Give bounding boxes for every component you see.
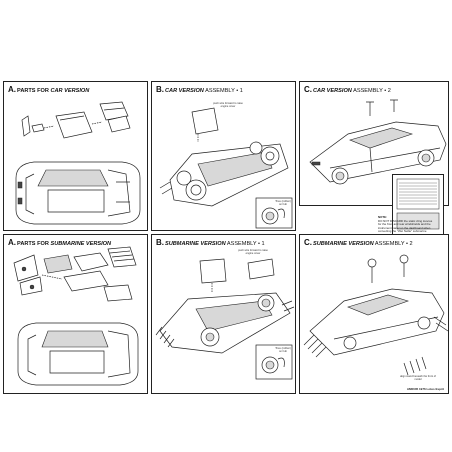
- submarine-top-view: [17, 322, 139, 386]
- submarine-assembly-2-illustration: [303, 254, 449, 376]
- static-cling-sheet: [392, 174, 444, 236]
- title-emphasis: CAR VERSION: [313, 88, 352, 94]
- note-line: for the front and rear windshields and t…: [378, 222, 431, 227]
- fin-parts: [13, 246, 137, 302]
- panel-submarine-assembly-1: B.SUBMARINE VERSION ASSEMBLY • 1 push wi…: [151, 234, 296, 394]
- panel-submarine-assembly-2: C.SUBMARINE VERSION ASSEMBLY • 2: [299, 234, 449, 394]
- panel-car-assembly-1: B.CAR VERSION ASSEMBLY • 1 push wire for…: [151, 81, 296, 231]
- title-emphasis: CAR VERSION: [165, 88, 204, 94]
- note-line: converting the "Wet Nellie" submarine: [378, 229, 427, 234]
- wheel-icon: [261, 356, 285, 374]
- title-rest: ASSEMBLY • 2: [373, 241, 413, 247]
- callout-push-wire: push wire forward to raise engine cover: [213, 102, 243, 108]
- title-rest: ASSEMBLY • 1: [225, 241, 265, 247]
- submarine-parts-illustration: [13, 246, 139, 386]
- engine-cover-part: [199, 258, 227, 284]
- step-letter: C.: [304, 238, 312, 247]
- step-letter: B.: [156, 238, 164, 247]
- step-letter: A.: [8, 238, 16, 247]
- submarine-icon: [303, 288, 449, 358]
- title-emphasis: SUBMARINE VERSION: [313, 241, 374, 247]
- car-assembly-1-illustration: [159, 107, 293, 229]
- fin-parts: [403, 356, 427, 376]
- panel-title: B.CAR VERSION ASSEMBLY • 1: [156, 85, 243, 94]
- title-rest: ASSEMBLY • 1: [203, 88, 243, 94]
- title-main: PARTS FOR: [17, 88, 51, 94]
- panel-title: C.CAR VERSION ASSEMBLY • 2: [304, 85, 391, 94]
- title-emphasis: SUBMARINE VERSION: [165, 241, 226, 247]
- title-main: PARTS FOR: [17, 241, 51, 247]
- product-code: AM0035 1976 Lotus Esprit: [406, 387, 444, 391]
- title-emphasis: CAR VERSION: [50, 88, 90, 94]
- car-icon: [309, 121, 447, 185]
- note-heading: NOTE:: [378, 215, 387, 219]
- panel-title: B.SUBMARINE VERSION ASSEMBLY • 1: [156, 238, 265, 247]
- engine-cover-part: [191, 107, 219, 135]
- title-rest: ASSEMBLY • 2: [351, 88, 391, 94]
- screwdriver-icon: [366, 99, 398, 116]
- callout-tires: Tires (rubber) on hub: [275, 347, 291, 353]
- panel-parts-car-version: A.PARTS FOR CAR VERSION: [3, 81, 148, 231]
- rear-cover-part: [99, 101, 131, 133]
- panel-title: A.PARTS FOR SUBMARINE VERSION: [8, 238, 111, 247]
- callout-stand-note: align stand beneath the front of model: [400, 375, 436, 381]
- car-top-view: [15, 161, 141, 225]
- car-parts-illustration: [15, 101, 141, 225]
- step-letter: C.: [304, 85, 312, 94]
- magnifier-icon: [367, 254, 409, 283]
- hood-part: [55, 111, 93, 139]
- callout-tires: Tires (rubber) on hub: [275, 200, 291, 206]
- submarine-underside: [155, 292, 295, 354]
- note-line: instrument panel on the dashboard when: [378, 225, 431, 230]
- wheel-icon: [261, 207, 285, 225]
- car-underside: [159, 141, 289, 207]
- car-assembly-2-illustration: [309, 99, 447, 185]
- callout-push-wire: push wire forward to raise engine cover: [238, 249, 268, 255]
- instruction-sheet: A.PARTS FOR CAR VERSION: [0, 56, 452, 396]
- step-letter: A.: [8, 85, 16, 94]
- note-line: DO NOT DISCARD the static cling louvres: [378, 218, 433, 223]
- headlight-part: [21, 115, 45, 137]
- panel-parts-submarine-version: A.PARTS FOR SUBMARINE VERSION: [3, 234, 148, 394]
- title-emphasis: SUBMARINE VERSION: [50, 241, 112, 247]
- step-letter: B.: [156, 85, 164, 94]
- panel-title: C.SUBMARINE VERSION ASSEMBLY • 2: [304, 238, 413, 247]
- submarine-assembly-1-illustration: [155, 258, 295, 380]
- panel-title: A.PARTS FOR CAR VERSION: [8, 85, 89, 94]
